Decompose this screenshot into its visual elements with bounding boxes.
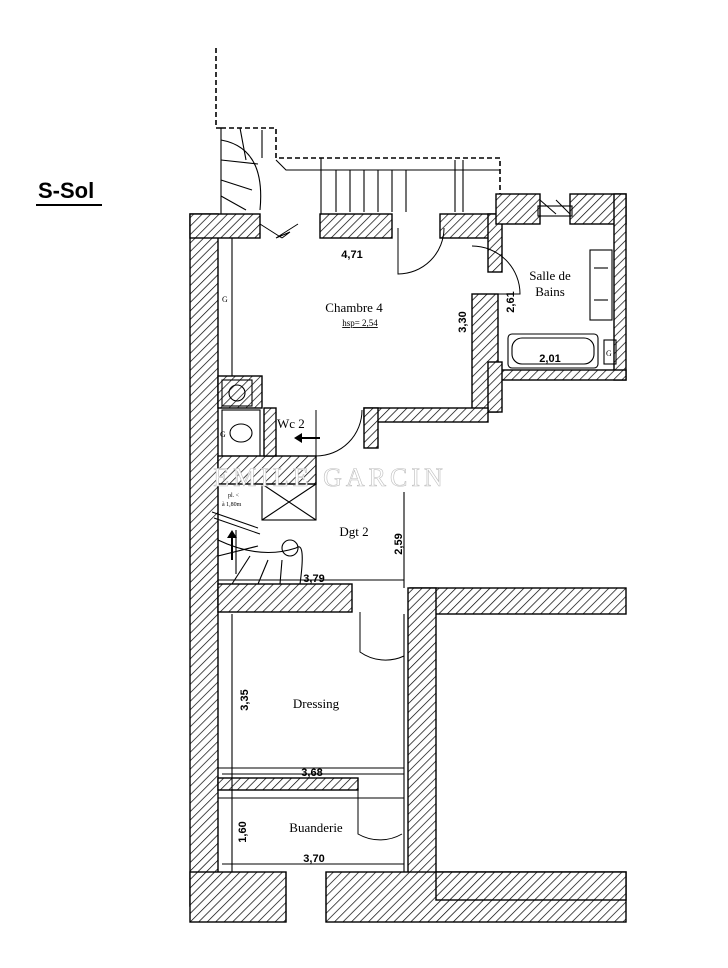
stair-hatch-2 — [213, 517, 261, 535]
dim-sdb-width: 2,01 — [539, 353, 560, 365]
doors — [259, 199, 571, 841]
interior-lines — [217, 205, 617, 922]
room-label-sdb-line1: Salle de — [529, 268, 571, 283]
room-hsp-chambre: hsp= 2,54 — [342, 318, 378, 328]
plan-title: S-Sol — [38, 178, 94, 203]
dim-buanderie-height: 1,60 — [237, 821, 249, 842]
room-label-buanderie: Buanderie — [289, 820, 343, 835]
room-label-wc: Wc 2 — [277, 416, 305, 431]
room-label-dressing: Dressing — [293, 696, 340, 711]
marker-g-2: G — [220, 430, 226, 439]
room-label-sdb-line2: Bains — [535, 284, 565, 299]
dim-chambre-height: 3,30 — [457, 311, 469, 332]
stair-note-1: pl. < — [228, 493, 240, 499]
marker-g-3: G — [606, 349, 612, 358]
walls — [189, 193, 627, 923]
dim-dressing-width: 3,68 — [301, 767, 322, 779]
watermark: EMILE GARCIN — [213, 463, 447, 492]
arrows — [211, 433, 320, 560]
room-label-dgt: Dgt 2 — [339, 524, 368, 539]
dim-dressing-height: 3,35 — [239, 689, 251, 710]
dimension-lines — [218, 496, 405, 868]
dim-sdb-height: 2,61 — [505, 291, 517, 312]
dim-dgt-height: 2,59 — [393, 533, 405, 554]
dim-buanderie-width: 3,70 — [303, 853, 324, 865]
dim-dgt-width: 3,79 — [303, 573, 324, 585]
marker-g-1: G — [222, 295, 228, 304]
stair-hatch-1 — [211, 511, 259, 529]
dim-chambre-width: 4,71 — [341, 249, 362, 261]
exterior-stair — [215, 48, 501, 214]
stair-note-2: à 1,80m — [222, 502, 242, 508]
room-label-chambre: Chambre 4 — [325, 300, 383, 315]
